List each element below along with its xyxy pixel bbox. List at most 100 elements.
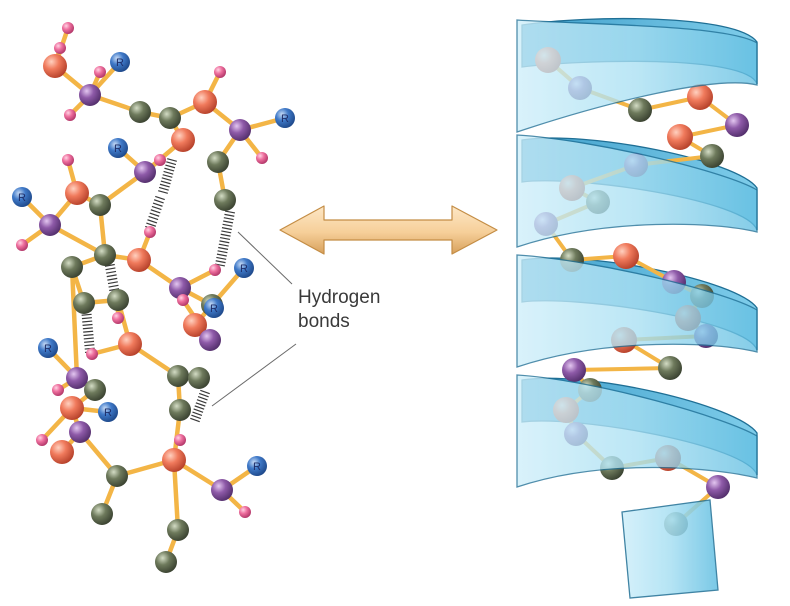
carbon-atom <box>159 107 181 129</box>
hydrogen-bond-dash <box>104 263 115 267</box>
atom-sphere <box>134 161 156 183</box>
r-group-atom: R <box>108 138 128 158</box>
atom-sphere <box>94 244 116 266</box>
carbon-atom <box>107 289 129 311</box>
atom-sphere <box>52 384 64 396</box>
atom-sphere <box>16 239 28 251</box>
hydrogen-bond-dash <box>220 233 231 237</box>
hydrogen-bond-dash <box>160 180 171 185</box>
hydrogen-bond-dash <box>149 212 160 217</box>
r-group-label: R <box>44 343 52 355</box>
hydrogen-bond-dash <box>197 395 208 401</box>
oxygen-atom <box>50 440 74 464</box>
carbon-atom <box>167 365 189 387</box>
double-arrow <box>279 205 498 255</box>
hydrogen-bond-dash <box>105 267 116 271</box>
carbon-atom <box>188 367 210 389</box>
hydrogen-bond-dash <box>198 392 209 398</box>
hydrogen-atom <box>154 154 166 166</box>
atom-sphere <box>127 248 151 272</box>
carbon-atom <box>628 98 652 122</box>
hydrogen-bond-dash <box>224 210 236 214</box>
atom-sphere <box>73 292 95 314</box>
hydrogen-bond <box>190 389 210 423</box>
hydrogen-bond-dash <box>150 209 161 214</box>
hydrogen-atom <box>174 434 186 446</box>
atom-sphere <box>162 448 186 472</box>
atom-sphere <box>129 101 151 123</box>
carbon-atom <box>207 151 229 173</box>
atom-sphere <box>94 66 106 78</box>
nitrogen-atom <box>134 161 156 183</box>
hydrogen-bond <box>145 195 165 231</box>
r-group-atom: R <box>12 187 32 207</box>
atom-sphere <box>209 264 221 276</box>
ribbon-band-front <box>516 19 758 133</box>
atom-sphere <box>193 90 217 114</box>
atom-sphere <box>247 456 267 476</box>
atom-sphere <box>98 402 118 422</box>
hydrogen-bond-dash <box>148 215 159 221</box>
atom-sphere <box>169 277 191 299</box>
r-group-label: R <box>240 263 248 275</box>
atom-sphere <box>39 214 61 236</box>
atom-sphere <box>275 108 295 128</box>
ribbon-band-front <box>516 374 758 488</box>
hydrogen-bond-dash <box>82 327 93 330</box>
r-group-label: R <box>281 113 289 125</box>
ribbon-band-front <box>516 254 758 368</box>
hydrogen-atom <box>214 66 226 78</box>
hydrogen-bond-dash <box>196 399 207 404</box>
atom-sphere <box>86 348 98 360</box>
nitrogen-atom <box>229 119 251 141</box>
atom-sphere <box>234 258 254 278</box>
oxygen-atom <box>127 248 151 272</box>
atom-sphere <box>177 294 189 306</box>
hydrogen-atom <box>256 152 268 164</box>
oxygen-atom <box>613 243 639 269</box>
oxygen-atom <box>667 124 693 150</box>
r-group-label: R <box>210 303 218 315</box>
atom-sphere <box>207 151 229 173</box>
hydrogen-bond-dash <box>194 405 205 410</box>
hydrogen-atom <box>62 154 74 166</box>
nitrogen-atom <box>562 358 586 382</box>
carbon-atom <box>155 551 177 573</box>
hydrogen-bond-dash <box>221 227 232 231</box>
carbon-atom <box>167 519 189 541</box>
hydrogen-bond-dash <box>83 337 94 340</box>
hydrogen-bond <box>80 306 96 354</box>
hydrogen-bond-dash <box>224 213 235 217</box>
oxygen-atom <box>60 396 84 420</box>
hydrogen-bond-dash <box>84 344 95 347</box>
atom-sphere <box>61 256 83 278</box>
hydrogen-bond-dash <box>167 158 177 162</box>
nitrogen-atom <box>69 421 91 443</box>
hydrogen-bond-dash <box>108 284 119 288</box>
oxygen-atom <box>687 84 713 110</box>
hydrogen-atom <box>86 348 98 360</box>
carbon-atom <box>89 194 111 216</box>
nitrogen-atom <box>79 84 101 106</box>
hydrogen-bond-dash <box>83 330 94 333</box>
hydrogen-bond-dash <box>164 167 175 172</box>
atom-sphere <box>38 338 58 358</box>
atom-sphere <box>183 313 207 337</box>
atom-sphere <box>65 181 89 205</box>
nitrogen-atom <box>39 214 61 236</box>
hydrogen-bond-dash <box>107 277 118 281</box>
carbon-atom <box>658 356 682 380</box>
ribbon-tail <box>621 499 719 599</box>
atom-sphere <box>174 434 186 446</box>
atom-sphere <box>256 152 268 164</box>
hydrogen-bond-dash <box>222 223 233 227</box>
oxygen-atom <box>162 448 186 472</box>
hydrogen-atom <box>62 22 74 34</box>
hydrogen-bond-dash <box>218 246 229 250</box>
atom-sphere <box>64 109 76 121</box>
oxygen-atom <box>65 181 89 205</box>
carbon-atom <box>61 256 83 278</box>
atom-sphere <box>89 194 111 216</box>
covalent-bonds <box>19 25 288 565</box>
hydrogen-bond-dash <box>151 205 162 211</box>
